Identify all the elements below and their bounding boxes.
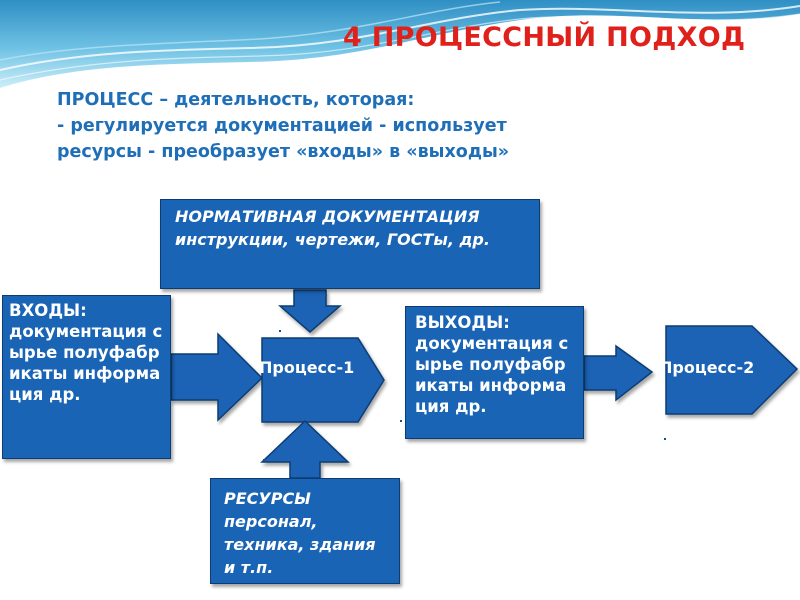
arrow-inputs-to-process1: [170, 332, 264, 422]
arrow-from-resources: [260, 419, 350, 479]
outputs-heading: ВЫХОДЫ:: [415, 313, 510, 332]
definition-line-2: - регулируется документацией - используе…: [57, 116, 507, 136]
arrow-outputs-to-process2: [583, 344, 654, 402]
resources-box: РЕСУРСЫ персонал, техника, здания и т.п.: [210, 478, 400, 584]
normative-items: инструкции, чертежи, ГОСТы, др.: [175, 230, 490, 249]
process1-label: Процесс-1: [259, 358, 355, 377]
definition-line-3: ресурсы - преобразует «входы» в «выходы»: [57, 142, 510, 162]
inputs-box: ВХОДЫ: документация сырье полуфабрикаты …: [2, 295, 171, 459]
normative-documentation-box: НОРМАТИВНАЯ ДОКУМЕНТАЦИЯ инструкции, чер…: [160, 199, 540, 289]
dot-marker: [664, 438, 666, 440]
dot-marker: [263, 459, 265, 461]
process2-shape: [665, 325, 799, 415]
dot-marker: [400, 420, 402, 422]
process2-label: Процесс-2: [659, 358, 755, 377]
arrow-from-normative: [277, 289, 343, 333]
resources-heading: РЕСУРСЫ: [224, 489, 311, 508]
definition-line-1: ПРОЦЕСС – деятельность, которая:: [57, 90, 415, 110]
outputs-box: ВЫХОДЫ: документация сырье полуфабрикаты…: [405, 306, 584, 439]
normative-heading: НОРМАТИВНАЯ ДОКУМЕНТАЦИЯ: [175, 207, 480, 226]
resources-items: персонал, техника, здания и т.п.: [224, 512, 376, 577]
wave-header-decoration: [0, 0, 800, 88]
process1-shape: [261, 337, 385, 423]
dot-marker: [279, 330, 281, 332]
slide-title: 4 ПРОЦЕССНЫЙ ПОДХОД: [343, 22, 746, 53]
inputs-items: документация сырье полуфабрикаты информа…: [9, 322, 163, 404]
outputs-items: документация сырье полуфабрикаты информа…: [415, 334, 569, 416]
inputs-heading: ВХОДЫ:: [9, 301, 87, 320]
process-definition: ПРОЦЕСС – деятельность, которая: - регул…: [57, 87, 509, 165]
dot-marker: [325, 294, 327, 296]
